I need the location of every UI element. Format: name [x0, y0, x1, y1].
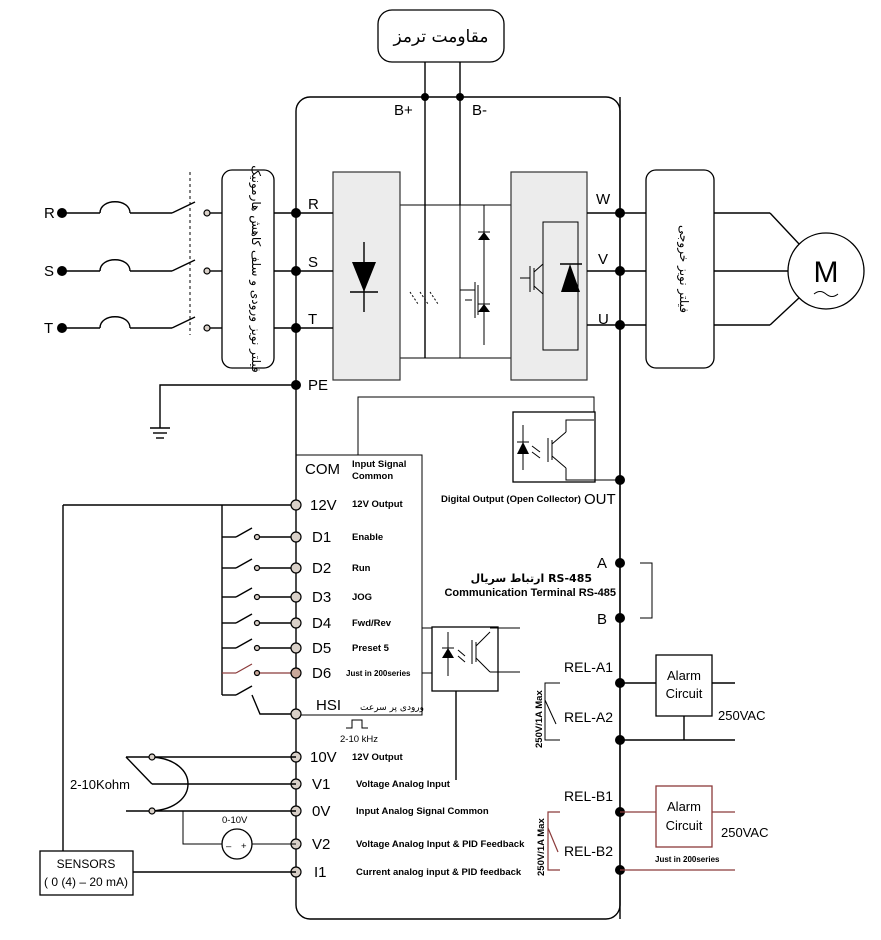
bus-minus-label: B- [472, 102, 487, 119]
phase-V-label: V [598, 251, 608, 268]
terminal-D6: D6 [312, 665, 331, 682]
desc-10V: 12V Output [352, 752, 404, 763]
sensors-label: SENSORS [57, 857, 116, 871]
desc-D3: JOG [352, 592, 372, 603]
relay-b2-label: REL-B2 [564, 843, 613, 859]
terminal-D1: D1 [312, 529, 331, 546]
sensors-range: ( 0 (4) – 20 mA) [44, 875, 128, 889]
terminal-0V: 0V [312, 803, 330, 820]
comm-optocoupler [431, 626, 499, 692]
inverter-module [510, 171, 588, 381]
meter-range: 0-10V [222, 815, 248, 826]
phase-R-label: R [44, 205, 55, 222]
svg-text:T: T [308, 311, 317, 328]
alarm-a-line1: Alarm [667, 668, 701, 683]
terminal-V2: V2 [312, 836, 330, 853]
terminal-10V: 10V [310, 749, 337, 766]
relay-b-note: Just in 200series [655, 855, 720, 864]
pe-label: PE [308, 377, 328, 394]
desc-HSI: ورودی پر سرعت [360, 703, 424, 713]
input-phase-R [57, 201, 222, 218]
phase-U-label: U [598, 311, 609, 328]
alarm-b-line2: Circuit [666, 818, 703, 833]
phase-W-label: W [596, 191, 611, 208]
out-terminal-label: OUT [584, 491, 616, 508]
digital-output-desc: Digital Output (Open Collector) [441, 494, 581, 505]
terminal-COM: COM [305, 461, 340, 478]
input-phase-T [57, 316, 222, 333]
desc-V1: Voltage Analog Input [356, 779, 451, 790]
rs485-title-fa: ارتباط سریال RS-485 [471, 572, 592, 585]
meter-minus: – [226, 841, 232, 852]
phase-S-label: S [44, 263, 54, 280]
phase-T-label: T [44, 320, 53, 337]
relay-a-vac: 250VAC [718, 708, 765, 723]
alarm-a-line2: Circuit [666, 686, 703, 701]
alarm-b-line1: Alarm [667, 799, 701, 814]
terminal-D3: D3 [312, 589, 331, 606]
brake-resistor-box [377, 9, 505, 63]
terminal-D4: D4 [312, 615, 331, 632]
desc-D5: Preset 5 [352, 643, 390, 654]
rs485-b-label: B [597, 611, 607, 628]
rs485-title-en: Communication Terminal RS-485 [444, 587, 616, 599]
output-filter-label: فیلتر نویز خروجی [676, 225, 691, 313]
relay-b1-label: REL-B1 [564, 788, 613, 804]
desc-I1: Current analog input & PID feedback [356, 867, 522, 878]
motor-label: M [814, 256, 839, 289]
relay-b-vac: 250VAC [721, 825, 768, 840]
svg-text:S: S [308, 254, 318, 271]
relay-b-rating: 250V/1A Max [536, 818, 547, 876]
relay-a1-label: REL-A1 [564, 659, 613, 675]
bus-plus-label: B+ [394, 102, 413, 119]
desc-D4: Fwd/Rev [352, 618, 392, 629]
terminal-12V: 12V [310, 497, 337, 514]
rs485-a-label: A [597, 555, 607, 572]
output-filter-box [645, 169, 715, 369]
brake-resistor-label: مقاومت ترمز [393, 27, 489, 47]
desc-D6: Just in 200series [346, 669, 411, 678]
motor-symbol [787, 232, 865, 310]
input-filter-label: فیلتر نویز ورودی و سلف کاهش هارمونیک [248, 165, 263, 372]
input-phase-S [57, 259, 222, 276]
desc-COM-2: Common [352, 471, 393, 482]
desc-D2: Run [352, 563, 371, 574]
relay-a-rating: 250V/1A Max [534, 690, 545, 748]
terminal-V1: V1 [312, 776, 330, 793]
alarm-circuit-b [655, 785, 713, 848]
terminal-I1: I1 [314, 864, 327, 881]
desc-12V: 12V Output [352, 499, 404, 510]
svg-text:R: R [308, 196, 319, 213]
digital-output-optocoupler [512, 411, 596, 483]
pot-label: 2-10Kohm [70, 777, 130, 792]
terminal-HSI: HSI [316, 697, 341, 714]
alarm-circuit-a [655, 654, 713, 717]
desc-0V: Input Analog Signal Common [356, 806, 489, 817]
input-filter-box [221, 169, 275, 369]
meter-plus: + [241, 841, 247, 852]
sensors-box [39, 850, 134, 896]
terminal-D5: D5 [312, 640, 331, 657]
digital-input-switches [222, 527, 296, 715]
desc-D1: Enable [352, 532, 383, 543]
terminal-D2: D2 [312, 560, 331, 577]
desc-COM-1: Input Signal [352, 459, 406, 470]
hsi-frequency: 2-10 kHz [340, 734, 378, 745]
relay-a2-label: REL-A2 [564, 709, 613, 725]
desc-V2: Voltage Analog Input & PID Feedback [356, 839, 525, 850]
